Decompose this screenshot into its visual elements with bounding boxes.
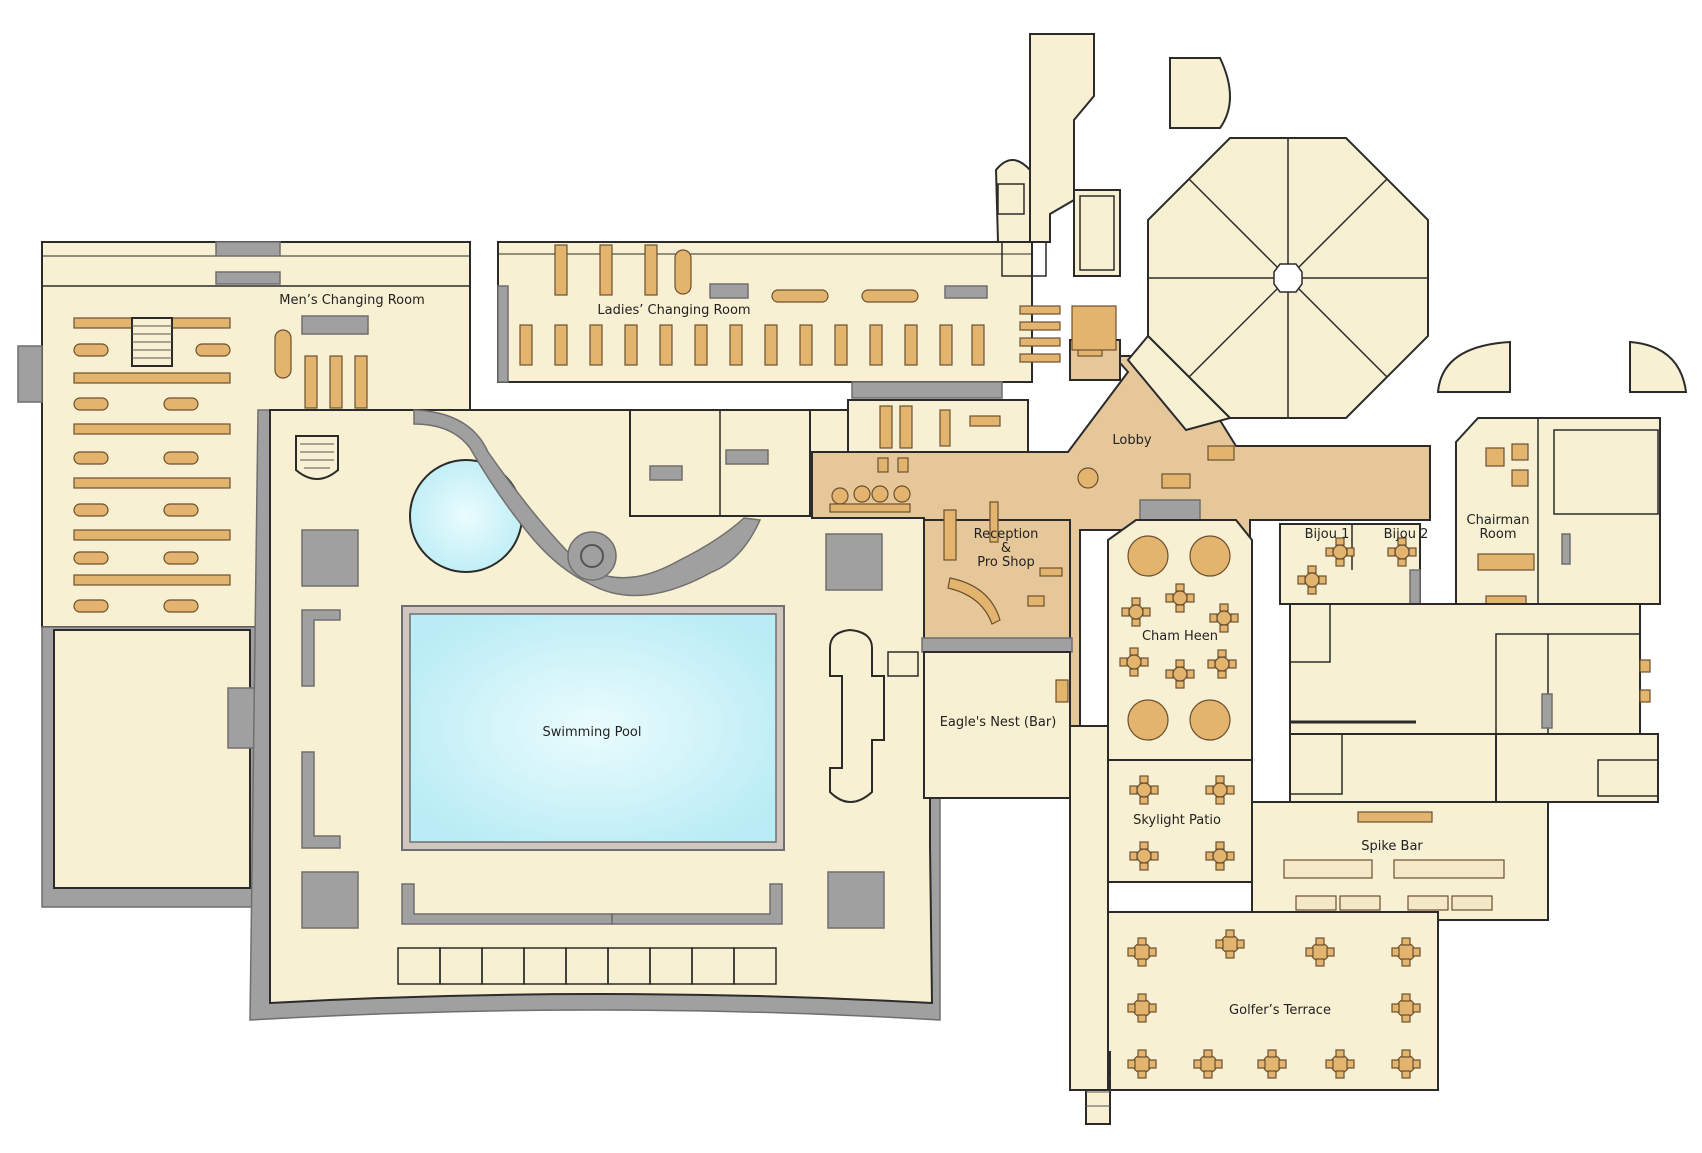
octagon-pavilion (1126, 137, 1429, 432)
swimming-pool (401, 605, 785, 851)
label-bijou-2: Bijou 2 (1384, 527, 1429, 542)
spike-bar (1251, 801, 1549, 921)
skylight-patio (1107, 759, 1253, 883)
label-chairman-room: Room (1479, 527, 1516, 542)
mens-bench-rows (73, 317, 231, 613)
label-reception: Reception (974, 527, 1039, 542)
label-skylight-patio: Skylight Patio (1133, 813, 1221, 828)
label-mens-changing-room: Men’s Changing Room (279, 293, 425, 308)
deck-right-structure (829, 628, 919, 803)
label-eagles-nest: Eagle's Nest (Bar) (940, 715, 1057, 730)
middle-rooms (629, 399, 1029, 517)
deck-cabanas (397, 947, 777, 985)
ladies-lockers-bottom (519, 324, 985, 366)
label-swimming-pool: Swimming Pool (543, 725, 642, 740)
eagles-nest-bar (923, 651, 1071, 799)
lower-left-room (41, 626, 261, 908)
golfers-terrace (1085, 911, 1439, 1125)
ladies-changing-room (497, 241, 1061, 399)
label-golfers-terrace: Golfer’s Terrace (1229, 1003, 1331, 1018)
reception-pro-shop (921, 501, 1073, 653)
spike-bar-tables (1283, 859, 1505, 911)
mens-stair (131, 317, 173, 367)
terrace-tables (1127, 929, 1421, 1079)
label-chairman: Chairman (1467, 513, 1530, 528)
label-pro-shop: Pro Shop (977, 555, 1034, 570)
service-corridor (1069, 725, 1109, 1091)
upper-tower (994, 33, 1121, 351)
cham-heen (1107, 519, 1253, 761)
east-service-rooms (1289, 603, 1659, 803)
label-bijou-1: Bijou 1 (1305, 527, 1350, 542)
ladies-shelves (1019, 305, 1061, 363)
lobby-seating-left (829, 457, 911, 513)
label-lobby: Lobby (1112, 433, 1151, 448)
label-reception-amp: & (1001, 541, 1011, 556)
deck-stair (295, 435, 339, 480)
chairman-room (1455, 417, 1661, 605)
label-cham-heen: Cham Heen (1142, 629, 1218, 644)
ladies-lockers-top (554, 244, 919, 303)
gazebo-shapes (1169, 57, 1688, 393)
spa-pool (409, 409, 762, 597)
label-spike-bar: Spike Bar (1361, 839, 1423, 854)
cham-heen-tables (1119, 535, 1239, 741)
room-labels: Men’s Changing Room Ladies’ Changing Roo… (279, 293, 1529, 1018)
label-ladies-changing-room: Ladies’ Changing Room (597, 303, 750, 318)
bijou-rooms (1279, 523, 1421, 605)
